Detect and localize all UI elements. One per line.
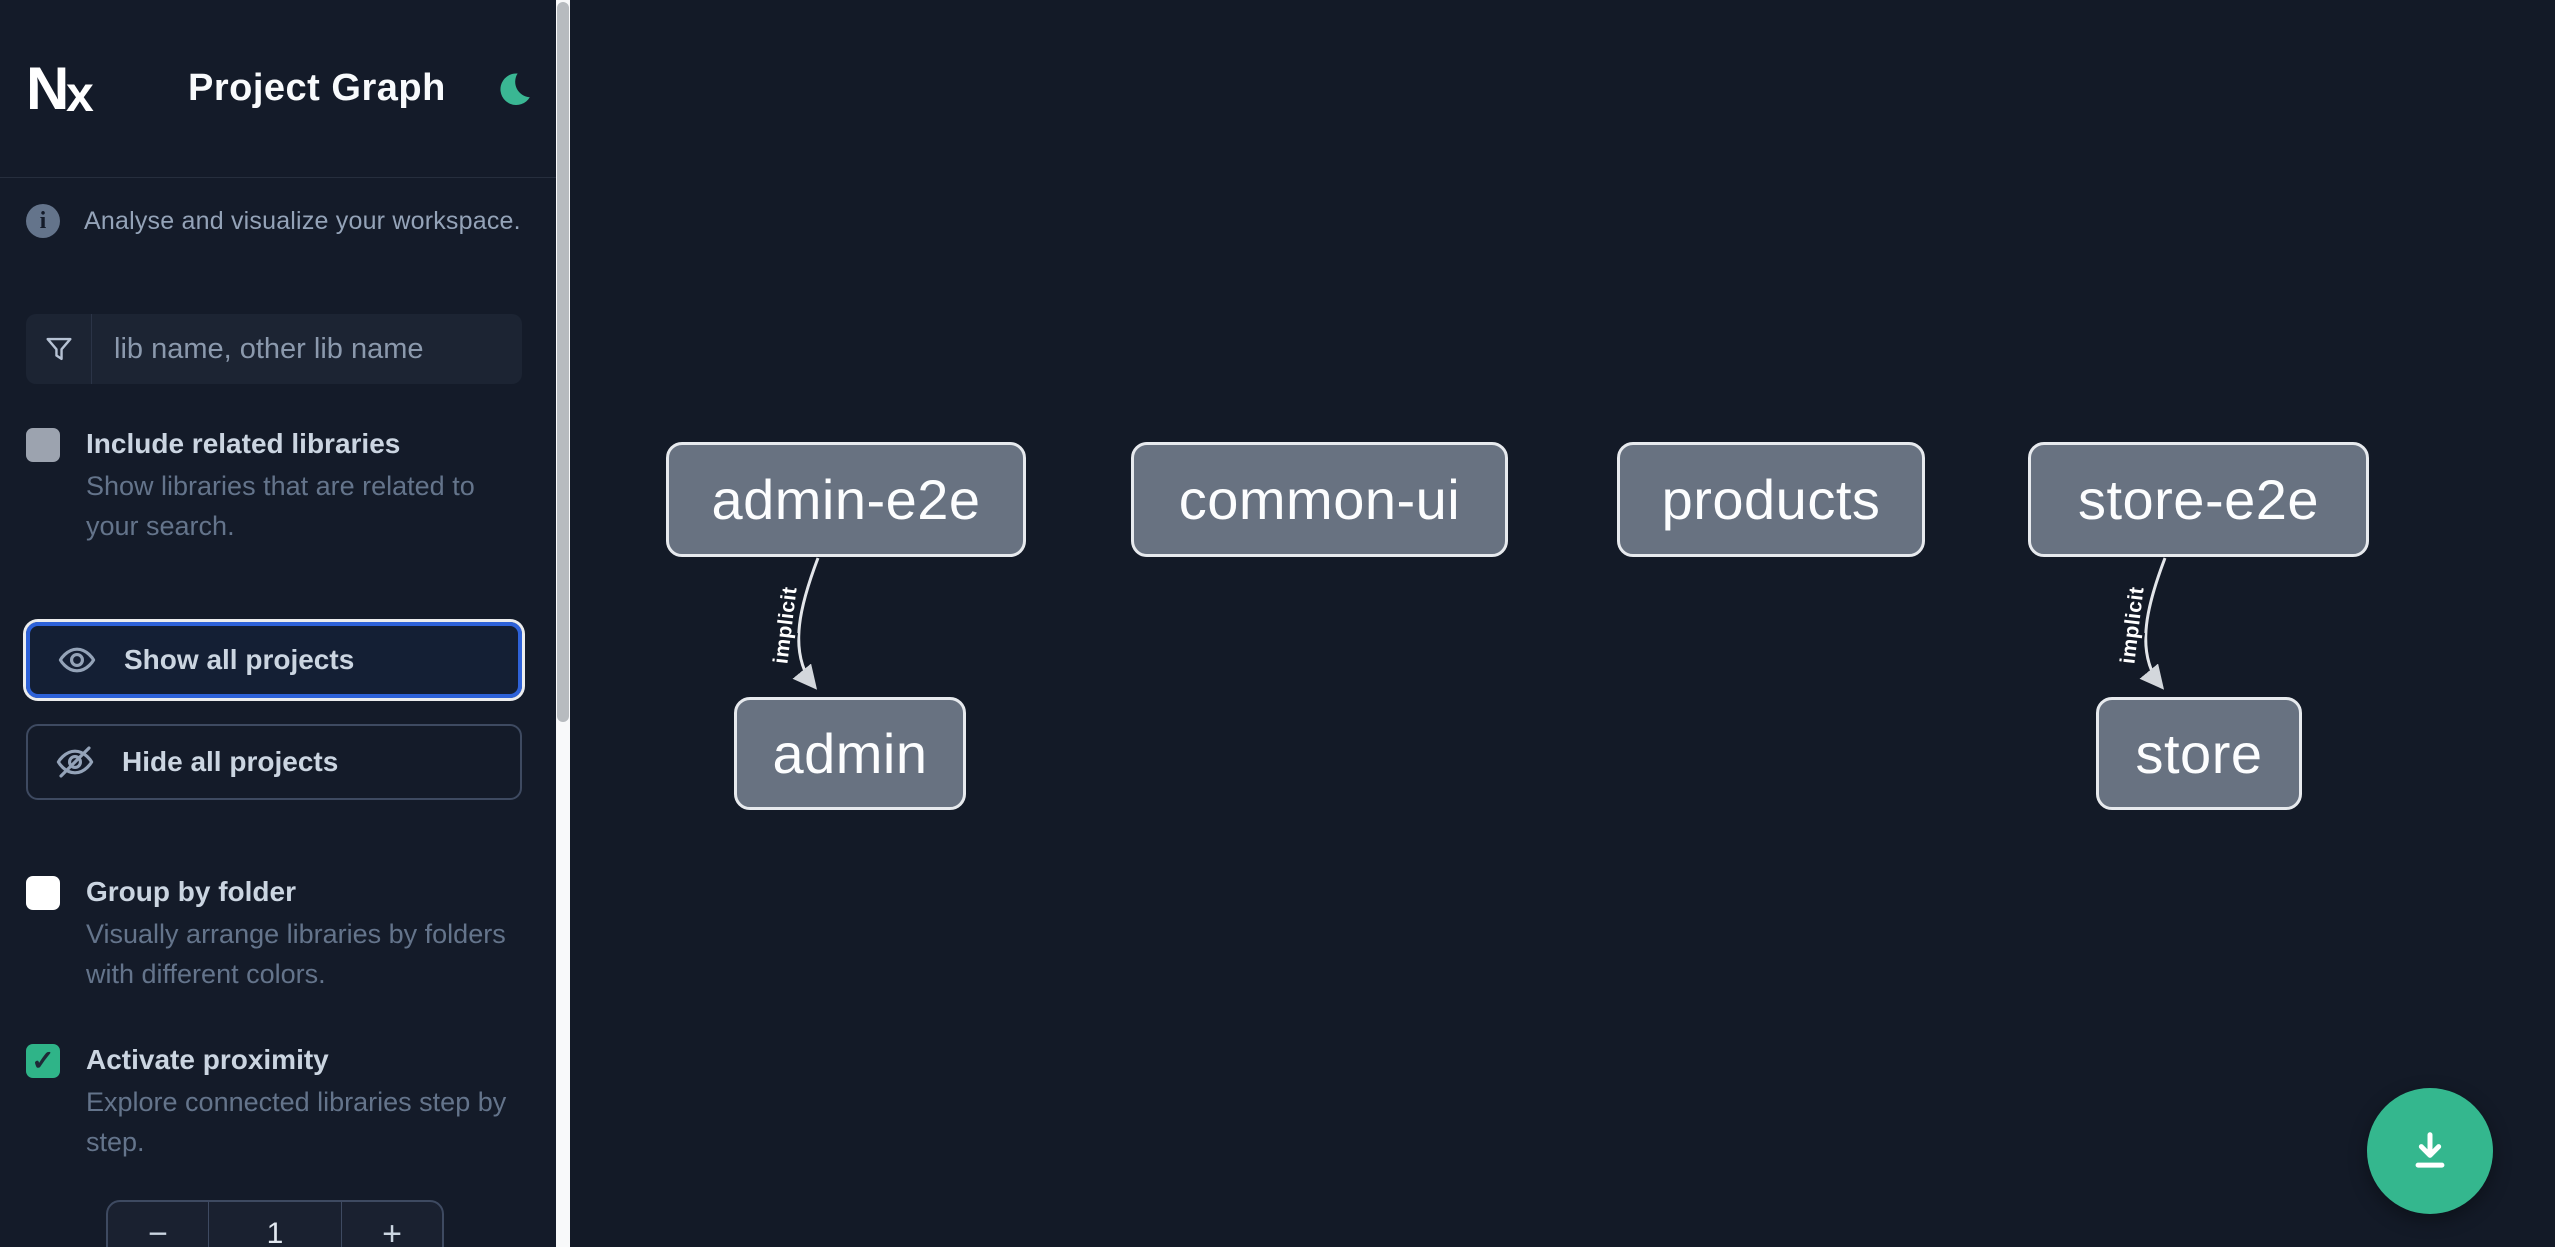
graph-node-store-e2e[interactable]: store-e2e (2028, 442, 2369, 557)
sidebar-scrollbar-track[interactable] (556, 0, 570, 1247)
option-description: Explore connected libraries step by step… (86, 1087, 507, 1157)
theme-toggle-button[interactable] (496, 67, 538, 111)
edge-label-store-e2e-store: implicit (2116, 585, 2148, 665)
download-icon (2415, 1132, 2445, 1168)
include-related-checkbox[interactable] (26, 428, 60, 462)
option-label[interactable]: Activate proximity (86, 1044, 329, 1075)
graph-node-store[interactable]: store (2096, 697, 2302, 810)
option-label[interactable]: Group by folder (86, 876, 296, 907)
search-input[interactable] (92, 314, 522, 384)
graph-node-admin-e2e[interactable]: admin-e2e (666, 442, 1026, 557)
info-text: Analyse and visualize your workspace. (84, 206, 521, 235)
sidebar: N x Project Graph i Analyse and visualiz… (0, 0, 556, 1247)
sidebar-header: N x Project Graph (0, 0, 556, 178)
increment-button[interactable]: + (342, 1202, 442, 1247)
option-label[interactable]: Include related libraries (86, 428, 401, 459)
graph-edge-admin-e2e-admin (792, 557, 820, 690)
sidebar-scrollbar-thumb[interactable] (557, 2, 569, 722)
decrement-button[interactable]: − (108, 1202, 208, 1247)
nx-logo: N x (26, 55, 94, 122)
graph-node-common-ui[interactable]: common-ui (1131, 442, 1508, 557)
edge-label-admin-e2e-admin: implicit (769, 585, 801, 665)
eye-off-icon (54, 741, 96, 783)
project-graph-canvas[interactable]: implicit implicit admin-e2e common-ui produ… (570, 0, 2555, 1247)
page-title: Project Graph (188, 67, 446, 109)
workspace-info: i Analyse and visualize your workspace. (26, 204, 522, 238)
checkmark-icon: ✓ (31, 1045, 55, 1076)
graph-node-products[interactable]: products (1617, 442, 1925, 557)
graph-node-admin[interactable]: admin (734, 697, 966, 810)
group-by-folder-checkbox[interactable] (26, 876, 60, 910)
save-image-button[interactable] (2367, 1088, 2493, 1214)
svg-text:N: N (26, 55, 69, 122)
filter-funnel-icon (26, 314, 92, 384)
show-all-projects-button[interactable]: Show all projects (26, 622, 522, 698)
proximity-depth-value[interactable]: 1 (208, 1202, 342, 1247)
button-label: Show all projects (124, 644, 355, 675)
sidebar-body: i Analyse and visualize your workspace. … (0, 204, 556, 1247)
activate-proximity-checkbox[interactable]: ✓ (26, 1044, 60, 1078)
eye-icon (56, 639, 98, 681)
proximity-depth-stepper: − 1 + (106, 1200, 444, 1247)
option-group-by-folder: Group by folder Visually arrange librari… (26, 872, 522, 994)
svg-text:x: x (66, 66, 94, 122)
option-activate-proximity: ✓ Activate proximity Explore connected l… (26, 1040, 522, 1162)
search-bar (26, 314, 522, 384)
info-icon: i (26, 204, 60, 238)
option-description: Visually arrange libraries by folders wi… (86, 919, 506, 989)
option-description: Show libraries that are related to your … (86, 471, 475, 541)
hide-all-projects-button[interactable]: Hide all projects (26, 724, 522, 800)
button-label: Hide all projects (122, 746, 339, 777)
graph-edges: implicit implicit (767, 557, 2167, 690)
option-include-related-libraries: Include related libraries Show libraries… (26, 424, 522, 546)
moon-icon (500, 73, 530, 105)
graph-edge-store-e2e-store (2139, 557, 2167, 690)
